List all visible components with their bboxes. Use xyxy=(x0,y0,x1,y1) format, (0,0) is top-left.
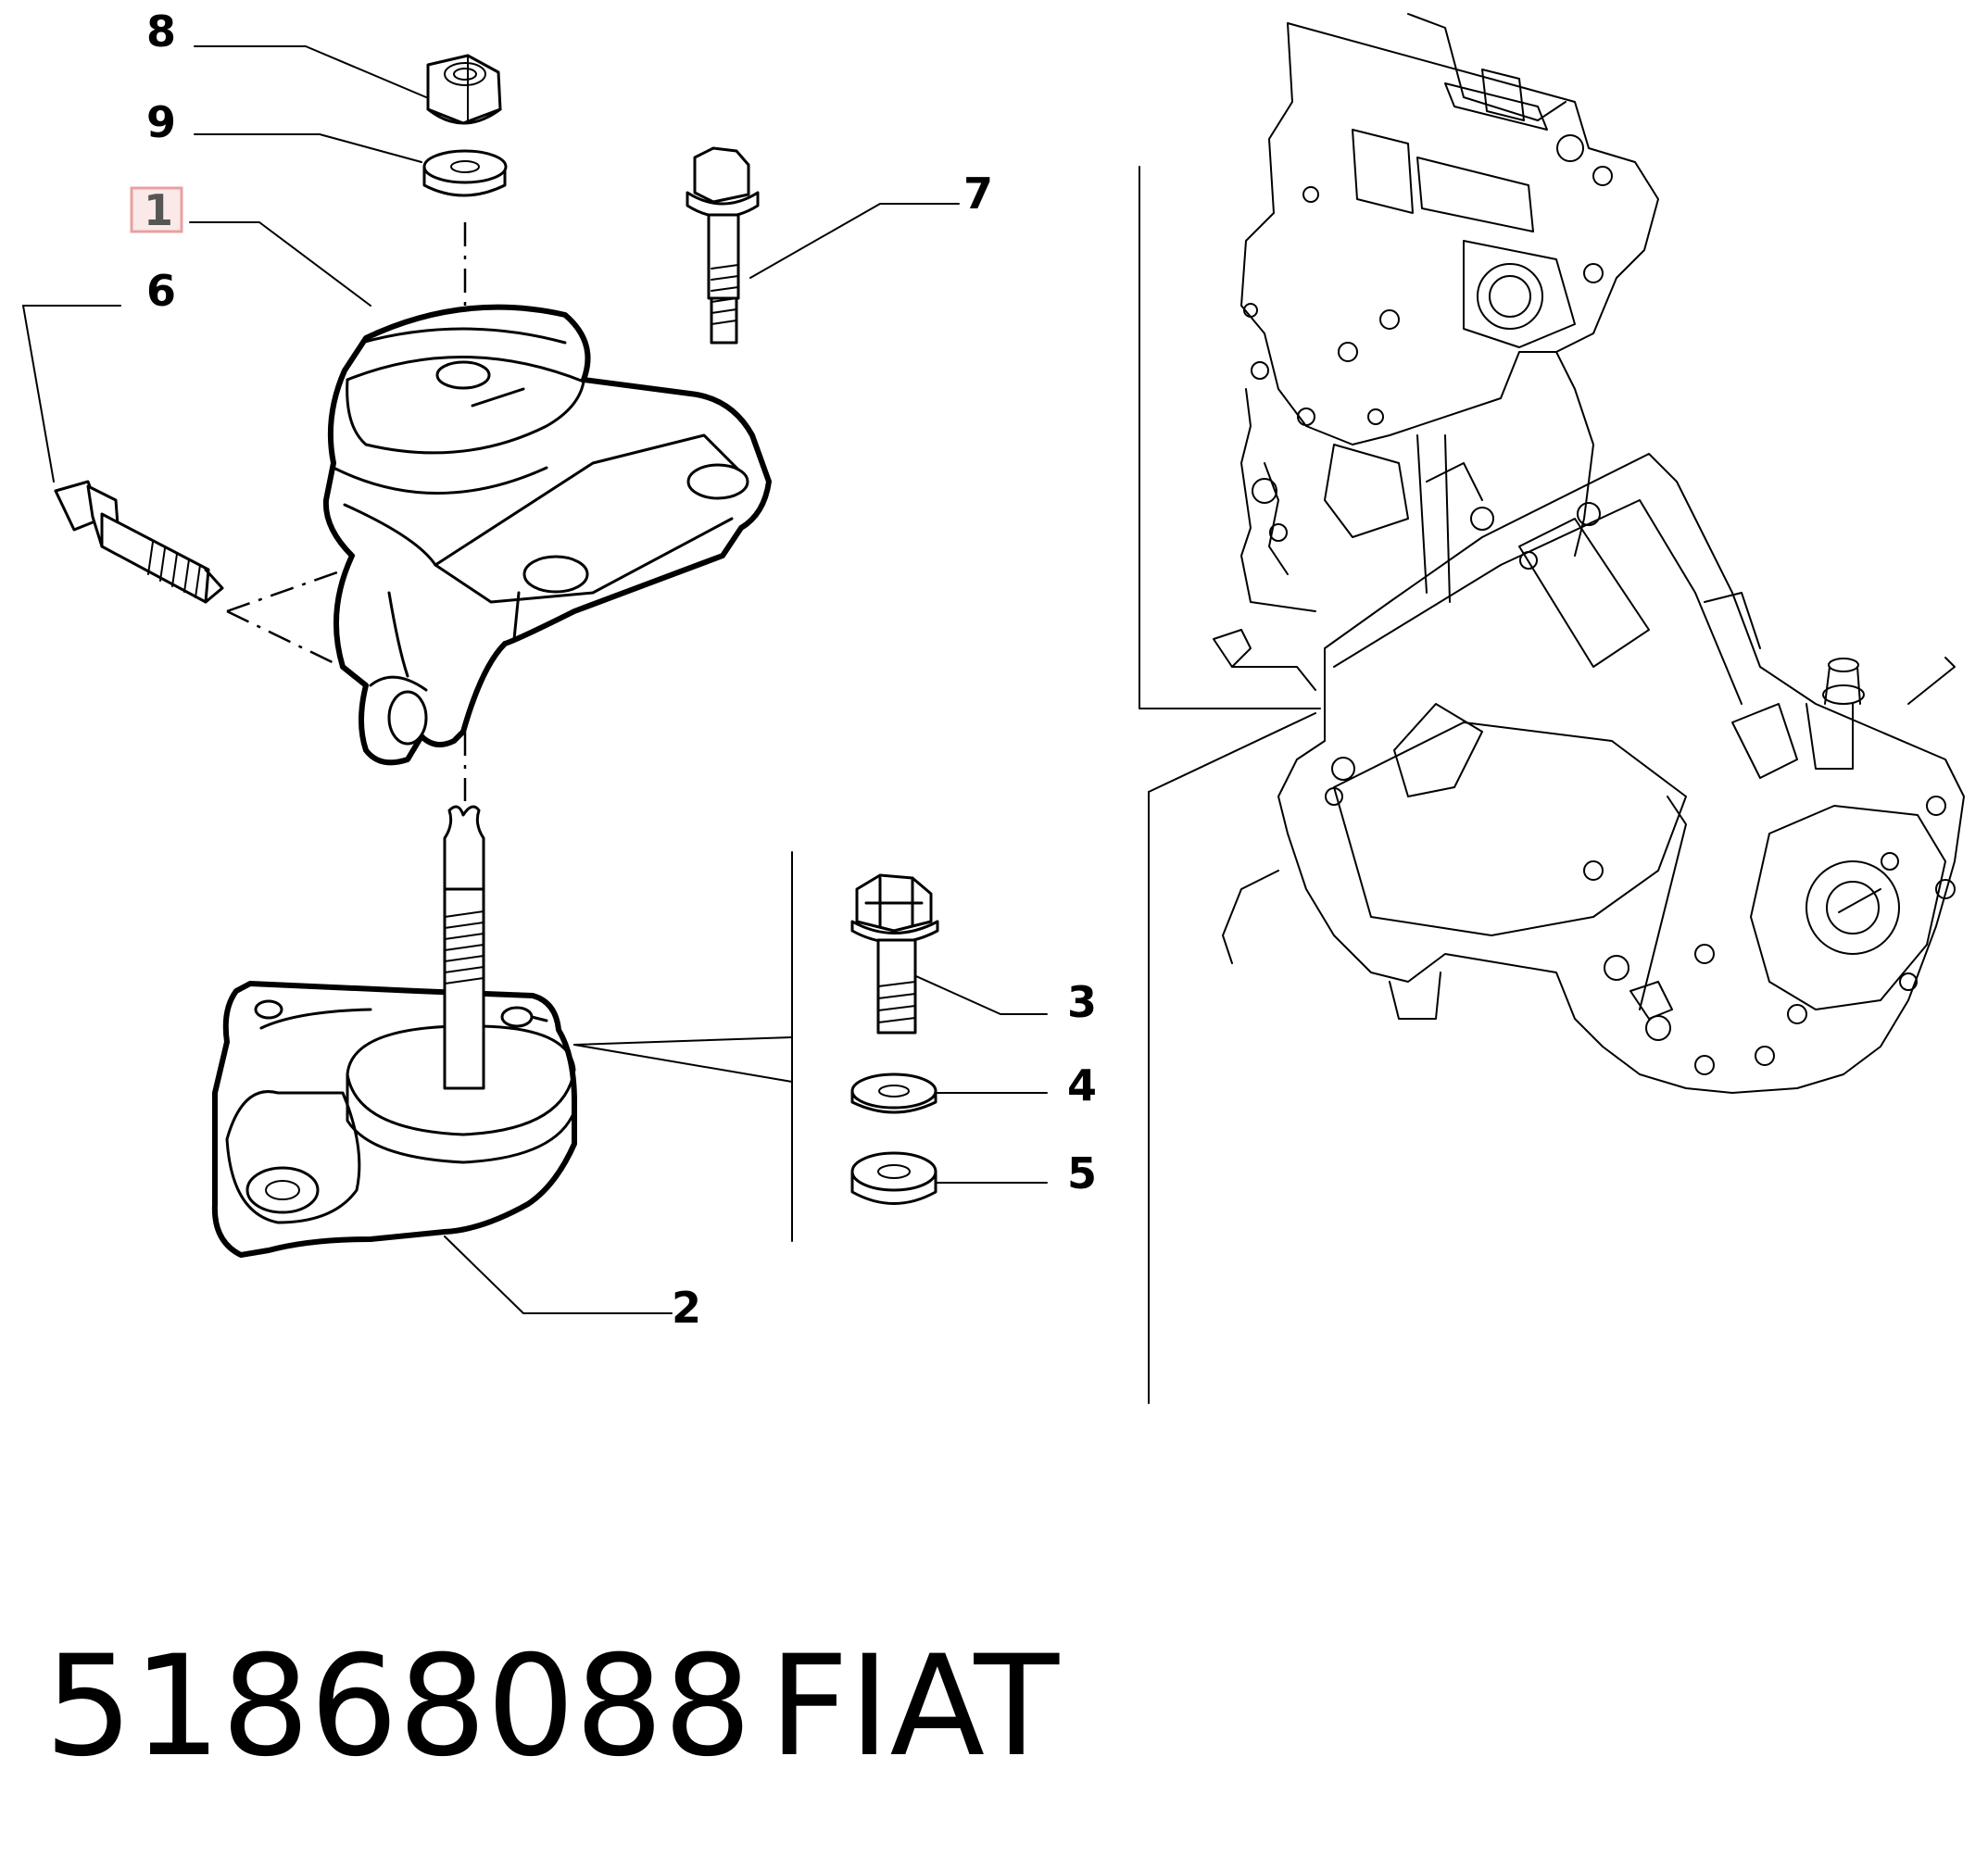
part-washer-mid xyxy=(850,1072,937,1114)
leader-lines xyxy=(22,45,1321,1404)
engine-gearbox-illustration xyxy=(1213,13,1965,1094)
part-washer-bottom xyxy=(850,1151,937,1205)
part-nut xyxy=(426,54,502,125)
part-bolt-upper xyxy=(686,146,760,345)
callout-6[interactable]: 6 xyxy=(146,266,176,316)
part-bolt-side xyxy=(54,480,224,604)
part-bolt-lower xyxy=(850,873,939,1035)
callout-4[interactable]: 4 xyxy=(1067,1060,1097,1110)
callout-2[interactable]: 2 xyxy=(672,1283,701,1333)
callout-9[interactable]: 9 xyxy=(146,97,176,147)
callout-7[interactable]: 7 xyxy=(963,169,993,219)
callout-5[interactable]: 5 xyxy=(1067,1148,1097,1198)
callout-1[interactable]: 1 xyxy=(144,185,173,235)
callout-1-highlight xyxy=(130,186,183,233)
brand-name: FIAT xyxy=(769,1626,1060,1787)
callout-3[interactable]: 3 xyxy=(1067,977,1097,1027)
part-engine-mount xyxy=(322,304,772,766)
part-number: 51868088 xyxy=(44,1626,752,1787)
callout-labels: 8 9 1 6 7 3 4 5 2 xyxy=(130,6,1097,1333)
part-mount-base xyxy=(211,805,577,1258)
callout-8[interactable]: 8 xyxy=(146,6,176,56)
part-washer-top xyxy=(422,149,508,197)
